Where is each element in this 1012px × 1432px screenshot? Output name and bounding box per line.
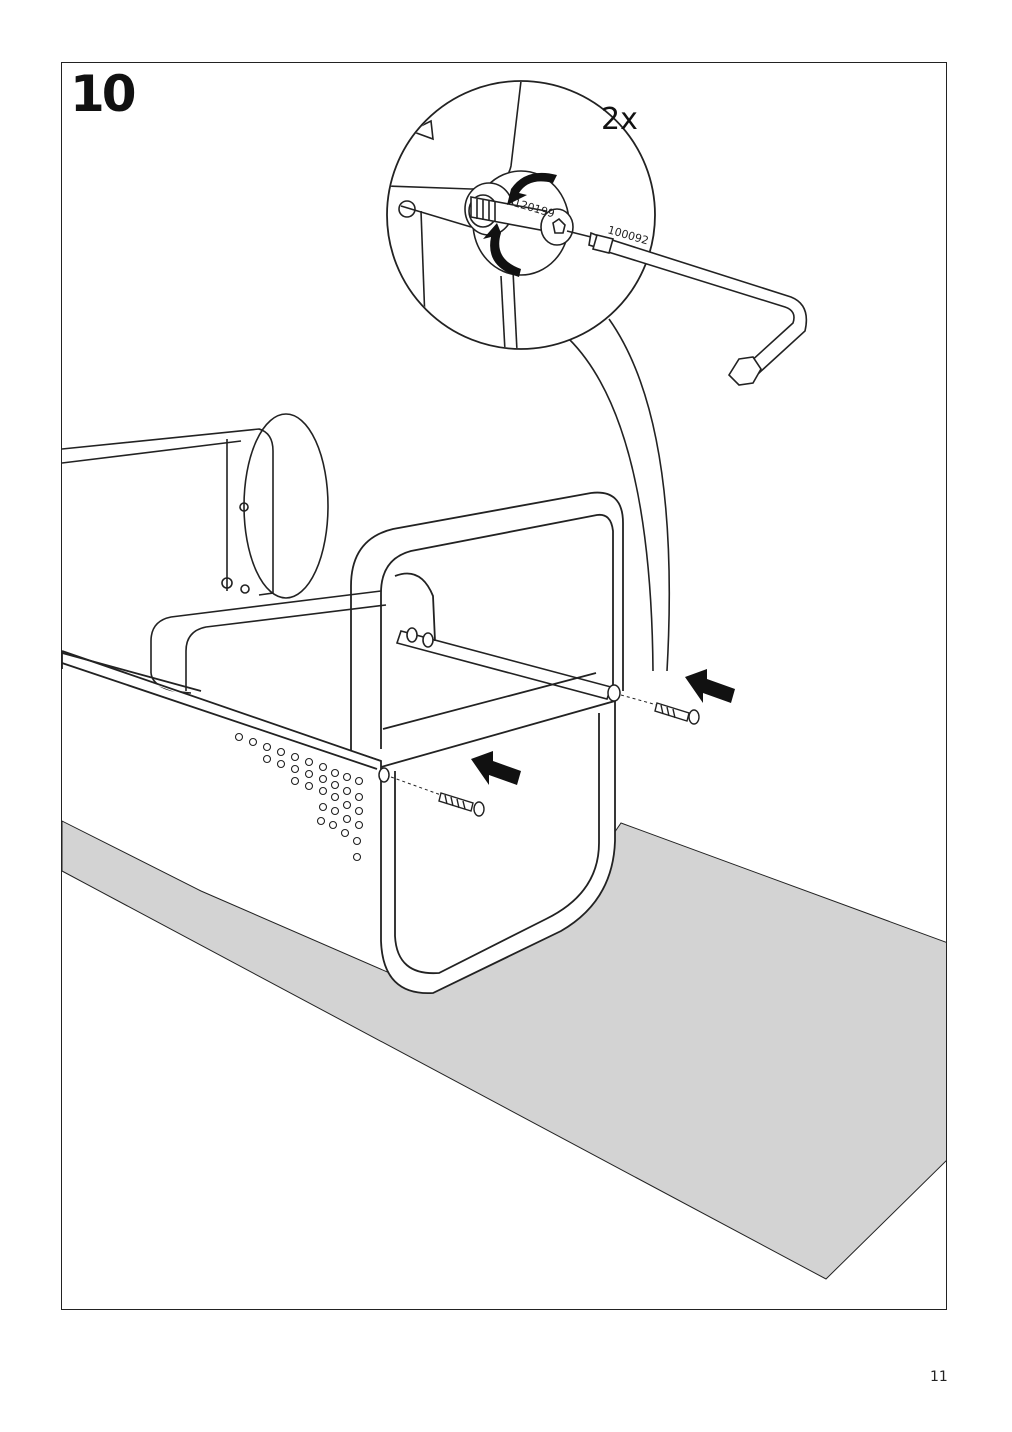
- front-panel: [62, 650, 616, 994]
- detail-callout: [386, 80, 656, 350]
- bolt-right: [654, 702, 700, 725]
- floor-shadow: [62, 820, 946, 1280]
- perforation-pattern: [234, 732, 364, 862]
- bolt-hole-right: [607, 684, 621, 702]
- step-number: 10: [70, 65, 137, 123]
- rotate-arrow-bottom: [483, 223, 521, 277]
- bolt-left: [438, 792, 485, 817]
- allen-key: [592, 234, 808, 386]
- assembly-illustration: 120199 100092 2x: [62, 80, 946, 1280]
- back-panel: [62, 413, 329, 599]
- rotate-arrow-top: [507, 172, 557, 205]
- connecting-tube: [395, 627, 613, 700]
- callout-tail: [568, 318, 671, 672]
- page-number: 11: [930, 1369, 948, 1385]
- insert-arrow-left: [471, 751, 521, 785]
- step-frame: 10: [61, 62, 947, 1310]
- insert-arrow-right: [685, 669, 735, 703]
- quantity-label: 2x: [601, 102, 638, 137]
- bolt-hole-left: [378, 767, 390, 783]
